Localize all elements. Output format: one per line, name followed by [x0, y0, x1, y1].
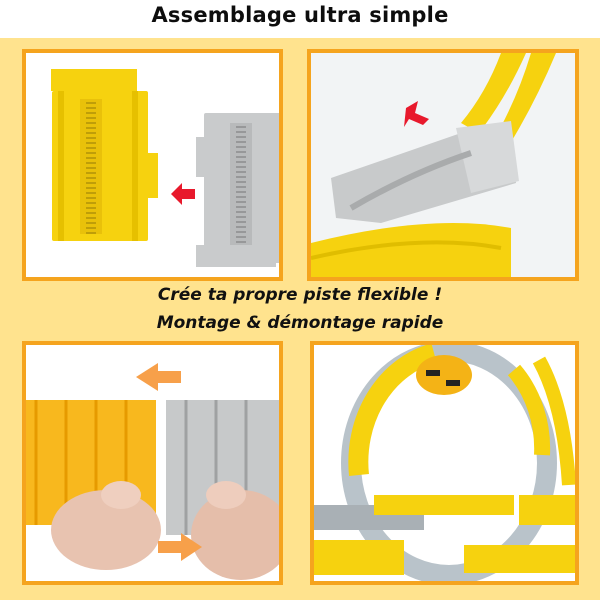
tagline-quick-assembly: Montage & démontage rapide: [156, 313, 444, 333]
grey-piece-bottom-bar: [196, 245, 276, 267]
panel-ramp-connection: [307, 49, 579, 281]
toy-car: [416, 355, 472, 395]
tagline-flexible-track: Crée ta propre piste flexible !: [157, 285, 443, 305]
arrow-down-left-icon: [404, 101, 429, 127]
panel-track-pieces: [22, 49, 283, 281]
page-title: Assemblage ultra simple: [151, 3, 449, 27]
panel-hands-joining: [22, 341, 283, 585]
arrow-left-icon: [171, 183, 195, 205]
grey-track-piece: [204, 113, 279, 263]
yellow-track-piece: [52, 91, 148, 241]
yellow-piece-top-bar: [51, 69, 137, 91]
arrow-right-icon: [158, 533, 202, 561]
hands-joining-illustration: [26, 363, 279, 580]
arrow-left-icon: [136, 363, 181, 391]
panel-loop-track: [310, 341, 579, 585]
ramp-illustration: [311, 53, 556, 277]
yellow-connector-tabs: [146, 153, 158, 198]
loop-track-illustration: [314, 345, 575, 581]
title-band: [0, 0, 600, 38]
